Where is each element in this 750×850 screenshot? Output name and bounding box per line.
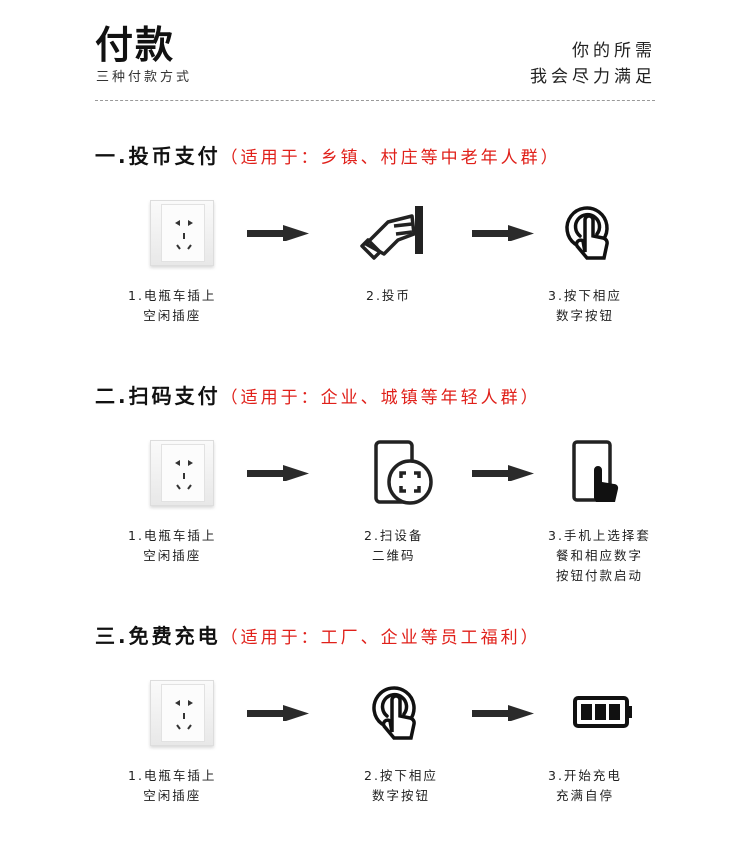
arrow-right-icon [472,705,534,721]
step-line: 3.开始充电 [548,768,622,783]
step-label: 3.按下相应数字按钮 [548,286,622,326]
step-line: 2.扫设备 [364,528,424,543]
step-line: 数字按钮 [371,788,430,803]
step-label: 1.电瓶车插上空闲插座 [128,286,216,326]
step-line: 充满自停 [555,788,614,803]
step-label: 1.电瓶车插上空闲插座 [128,766,216,806]
section-note: （适用于：工厂、企业等员工福利） [220,628,541,648]
step-line: 1.电瓶车插上 [128,528,217,543]
step-line: 空闲插座 [143,308,202,323]
touch-button-icon [372,686,416,740]
section-note: （适用于：乡镇、村庄等中老年人群） [220,148,561,168]
slogan-line: 你的所需 [572,41,656,61]
socket-image [150,680,214,746]
arrow-right-icon [247,705,309,721]
phone-scan-icon [374,440,433,505]
step-label: 2.扫设备二维码 [364,526,423,566]
insert-coin-icon [360,206,423,260]
divider [95,100,655,101]
arrow-right-icon [472,225,534,241]
step-label: 2.按下相应数字按钮 [364,766,438,806]
payment-method-free: 三.免费充电（适用于：工厂、企业等员工福利） 1.电瓶车插上空闲插座 2.按下相… [0,610,750,850]
step-label: 1.电瓶车插上空闲插座 [128,526,216,566]
section-note: （适用于：企业、城镇等年轻人群） [220,388,541,408]
section-title-text: 二.扫码支付 [95,384,221,408]
arrow-right-icon [247,225,309,241]
section-title-text: 三.免费充电 [95,624,221,648]
step-line: 1.电瓶车插上 [128,768,217,783]
step-line: 2.投币 [366,288,411,303]
step-line: 空闲插座 [143,788,202,803]
phone-tap-icon [572,440,619,502]
step-line: 3.按下相应 [548,288,622,303]
step-line: 餐和相应数字 [555,548,643,563]
step-line: 二维码 [371,548,416,563]
step-label: 2.投币 [366,286,411,306]
socket-image [150,200,214,266]
step-line: 空闲插座 [143,548,202,563]
socket-image [150,440,214,506]
section-title: 一.投币支付（适用于：乡镇、村庄等中老年人群） [95,140,561,169]
step-line: 2.按下相应 [364,768,438,783]
step-line: 按钮付款启动 [555,568,643,583]
arrow-right-icon [472,465,534,481]
step-line: 3.手机上选择套 [548,528,651,543]
battery-full-icon [573,696,632,728]
slogan: 你的所需 我会尽力满足 [530,38,656,90]
step-line: 1.电瓶车插上 [128,288,217,303]
page-subtitle: 三种付款方式 [96,70,193,85]
section-title: 二.扫码支付（适用于：企业、城镇等年轻人群） [95,380,541,409]
payment-method-coin: 一.投币支付（适用于：乡镇、村庄等中老年人群） 1.电瓶车插上空闲插座 2.投币… [0,130,750,370]
touch-button-icon [565,206,609,260]
step-label: 3.开始充电充满自停 [548,766,622,806]
step-line: 数字按钮 [555,308,614,323]
slogan-line: 我会尽力满足 [530,67,656,87]
section-title: 三.免费充电（适用于：工厂、企业等员工福利） [95,620,541,649]
section-title-text: 一.投币支付 [95,144,221,168]
arrow-right-icon [247,465,309,481]
page-title: 付款 [95,23,176,67]
payment-method-scan: 二.扫码支付（适用于：企业、城镇等年轻人群） 1.电瓶车插上空闲插座 2.扫设备… [0,370,750,610]
step-label: 3.手机上选择套餐和相应数字按钮付款启动 [548,526,651,586]
